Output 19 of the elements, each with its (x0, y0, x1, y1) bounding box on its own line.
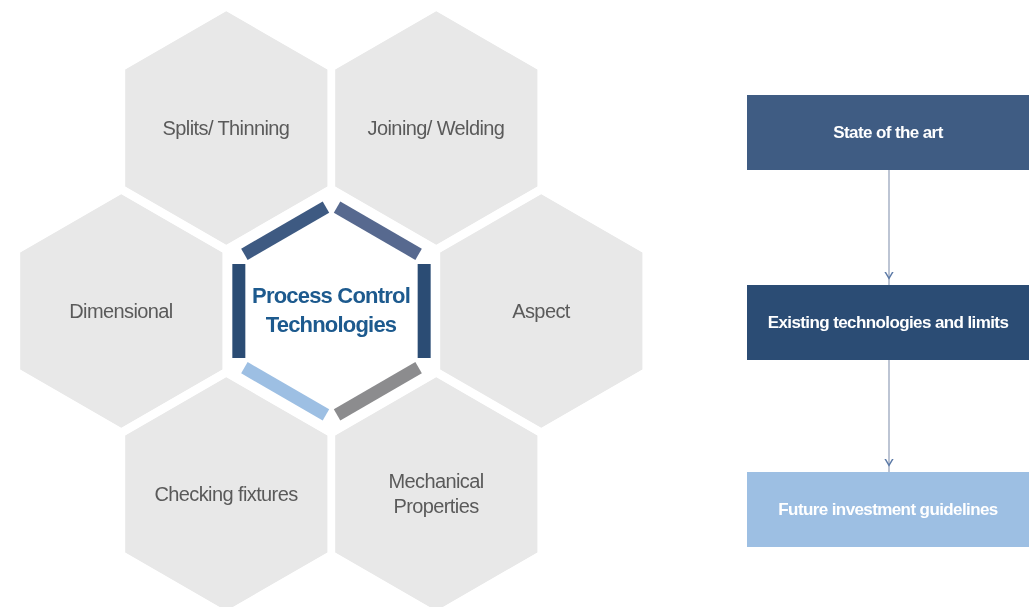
arrow (884, 169, 894, 286)
tile-label: Joining/ Welding (367, 115, 505, 141)
center-title: Process Control Technologies (251, 282, 411, 339)
tile-label: Mechanical Properties (387, 469, 485, 519)
tile-label: Splits/ Thinning (162, 115, 290, 141)
step-box (747, 472, 1029, 547)
hexagon-tile (124, 377, 328, 607)
hexagon-tile (334, 11, 538, 245)
hexagon-tile (334, 377, 538, 607)
arrow (884, 359, 894, 473)
step-label: Existing technologies and limits (767, 312, 1009, 333)
step-box (747, 285, 1029, 360)
step-box (747, 95, 1029, 170)
tile-label: Checking fixtures (154, 481, 298, 507)
step-label: State of the art (833, 122, 943, 143)
tile-label: Aspect (512, 298, 570, 324)
hexagon-tile (124, 11, 328, 245)
tile-label: Dimensional (69, 298, 173, 324)
step-label: Future investment guidelines (778, 499, 998, 520)
